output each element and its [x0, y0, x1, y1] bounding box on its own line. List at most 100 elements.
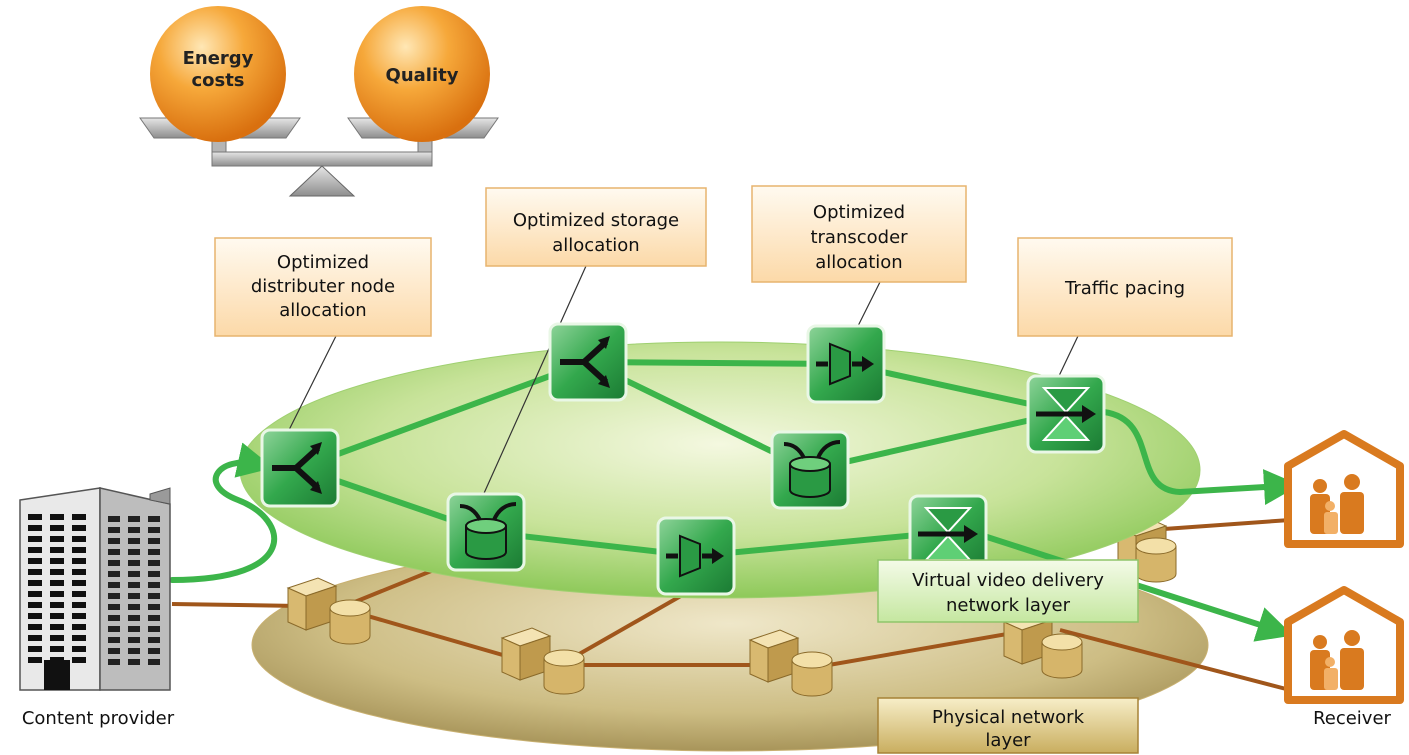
hourglass-icon	[1041, 387, 1091, 414]
content-provider-label: Content provider	[22, 708, 175, 729]
building-window	[148, 604, 160, 610]
building-window	[108, 593, 120, 599]
building-window	[50, 536, 64, 542]
callout-storage-line1: Optimized storage	[513, 210, 679, 231]
building-window	[108, 604, 120, 610]
building-window	[128, 593, 140, 599]
virtual-layer-line2: network layer	[946, 595, 1071, 616]
physical-link	[1149, 518, 1291, 532]
building-window	[108, 615, 120, 621]
building-window	[72, 646, 86, 652]
distributer-node	[548, 322, 628, 402]
building-window	[72, 613, 86, 619]
building-window	[28, 635, 42, 641]
quality-sphere	[354, 6, 490, 142]
building-window	[108, 549, 120, 555]
storage-node	[446, 492, 526, 572]
building-window	[108, 648, 120, 654]
building-window	[50, 525, 64, 531]
pacing-pointer	[1057, 335, 1079, 379]
pacing-node	[908, 494, 988, 574]
building-window	[108, 560, 120, 566]
transcoder-node	[806, 324, 886, 404]
building-window	[28, 602, 42, 608]
building-window	[148, 516, 160, 522]
building-window	[128, 527, 140, 533]
building-window	[128, 549, 140, 555]
energy-costs-sphere	[150, 6, 286, 142]
physical-link	[559, 583, 701, 667]
building-window	[72, 536, 86, 542]
building-window	[50, 624, 64, 630]
virtual-layer-label: Virtual video delivery network layer	[877, 559, 1139, 623]
building-window	[108, 538, 120, 544]
building-window	[128, 538, 140, 544]
building-window	[148, 549, 160, 555]
building-window	[28, 547, 42, 553]
building-window	[50, 580, 64, 586]
scale-fulcrum	[288, 165, 356, 197]
building-window	[128, 637, 140, 643]
building-window	[148, 571, 160, 577]
transcoder-icon	[829, 342, 851, 386]
energy-label-line1: Energy	[183, 48, 254, 69]
building-window	[28, 624, 42, 630]
building-window	[72, 580, 86, 586]
building-window	[72, 547, 86, 553]
storage-pointer	[471, 265, 587, 521]
building-window	[72, 591, 86, 597]
split-arrow-icon	[272, 445, 321, 491]
provider-to-distributer-arrow	[169, 442, 278, 583]
building-window	[50, 514, 64, 520]
virtual-layer-line1: Virtual video delivery	[912, 570, 1104, 591]
building-window	[108, 527, 120, 533]
building-window	[128, 516, 140, 522]
distributer-pointer	[287, 335, 337, 433]
building-window	[148, 659, 160, 665]
building-window	[72, 525, 86, 531]
virtual-link	[807, 409, 1069, 473]
building-window	[72, 657, 86, 663]
building-window	[28, 536, 42, 542]
building-window	[72, 569, 86, 575]
building-window	[50, 602, 64, 608]
building-window	[108, 516, 120, 522]
building-window	[148, 538, 160, 544]
building-window	[148, 527, 160, 533]
building-window	[108, 659, 120, 665]
building-window	[128, 571, 140, 577]
building-icon	[19, 487, 171, 691]
split-arrow-icon	[560, 339, 609, 385]
distributer-node	[260, 428, 340, 508]
callout-distributer-line3: allocation	[279, 300, 366, 321]
callout-transcoder-line1: Optimized	[813, 202, 905, 223]
building-window	[28, 525, 42, 531]
building-window	[148, 560, 160, 566]
building-window	[128, 626, 140, 632]
storage-arrow-icon	[459, 504, 482, 521]
building-window	[50, 591, 64, 597]
balance-scale: Energy costs Quality	[139, 6, 499, 197]
physical-layer-label: Physical network layer	[877, 697, 1139, 754]
house-icon	[1284, 586, 1404, 704]
building-window	[28, 580, 42, 586]
quality-label: Quality	[386, 65, 459, 86]
building-window	[108, 582, 120, 588]
hourglass-icon	[923, 507, 973, 534]
callout-transcoder-line2: transcoder	[810, 227, 908, 248]
building-window	[108, 637, 120, 643]
storage-node	[770, 430, 850, 510]
house-icon	[1284, 430, 1404, 548]
pacing-to-receiver-arrow	[1101, 409, 1300, 506]
building-window	[50, 635, 64, 641]
building-window	[28, 591, 42, 597]
virtual-link	[585, 359, 849, 367]
building-window	[50, 569, 64, 575]
callout-distributer-line2: distributer node	[251, 276, 395, 297]
building-window	[108, 571, 120, 577]
energy-label-line2: costs	[191, 70, 244, 91]
building-window	[148, 648, 160, 654]
callout-transcoder-line3: allocation	[815, 252, 902, 273]
building-window	[128, 560, 140, 566]
